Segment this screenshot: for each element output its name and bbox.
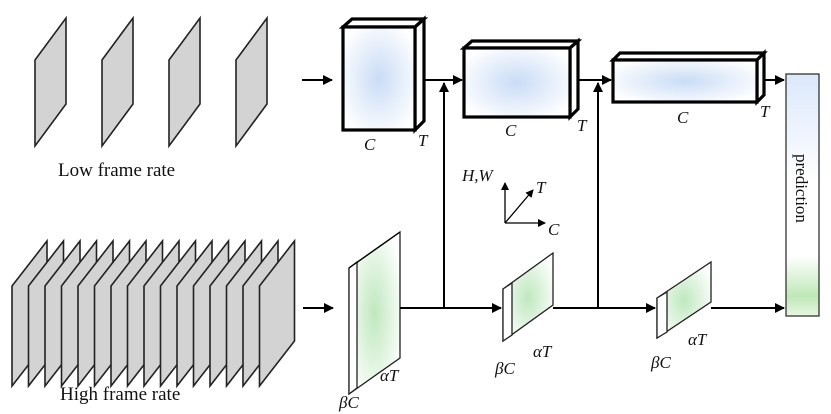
fast-block-3-beta-c-label: βC bbox=[650, 353, 671, 372]
low-frame-1 bbox=[34, 15, 67, 149]
high-frame-16 bbox=[258, 238, 296, 389]
slow-block-3 bbox=[609, 49, 768, 106]
axis-hw-label: H,W bbox=[461, 166, 495, 185]
fast-block-1 bbox=[348, 230, 401, 396]
fast-block-1-alpha-t-label: αT bbox=[380, 366, 400, 385]
prediction-label: prediction bbox=[792, 154, 811, 223]
high-frame-rate-label: High frame rate bbox=[60, 384, 180, 405]
low-frame-4 bbox=[235, 15, 268, 149]
low-frame-rate-label: Low frame rate bbox=[58, 160, 175, 181]
prediction-box bbox=[785, 73, 820, 317]
fast-block-2-beta-c-label: βC bbox=[494, 359, 515, 378]
slow-block-1 bbox=[338, 15, 429, 134]
fast-block-2 bbox=[502, 251, 554, 343]
slow-block-2-c-label: C bbox=[505, 121, 517, 140]
axis-c-label: C bbox=[548, 220, 560, 239]
slow-block-2-t-label: T bbox=[577, 116, 588, 135]
fast-block-3-alpha-t-label: αT bbox=[688, 330, 708, 349]
slow-block-3-c-label: C bbox=[677, 108, 689, 127]
slow-block-2 bbox=[459, 37, 583, 121]
axis-indicator bbox=[501, 182, 546, 227]
low-frame-2 bbox=[101, 15, 134, 149]
slow-block-1-t-label: T bbox=[418, 131, 429, 150]
slow-block-3-t-label: T bbox=[760, 102, 771, 121]
slow-block-1-c-label: C bbox=[364, 135, 376, 154]
fast-block-1-beta-c-label: βC bbox=[338, 393, 359, 412]
fast-block-3 bbox=[656, 260, 712, 340]
high-frame-rate-frames bbox=[11, 238, 296, 389]
low-frame-rate-frames bbox=[34, 15, 268, 149]
axis-t-label: T bbox=[536, 178, 547, 197]
low-frame-3 bbox=[168, 15, 201, 149]
fast-block-2-alpha-t-label: αT bbox=[533, 342, 553, 361]
